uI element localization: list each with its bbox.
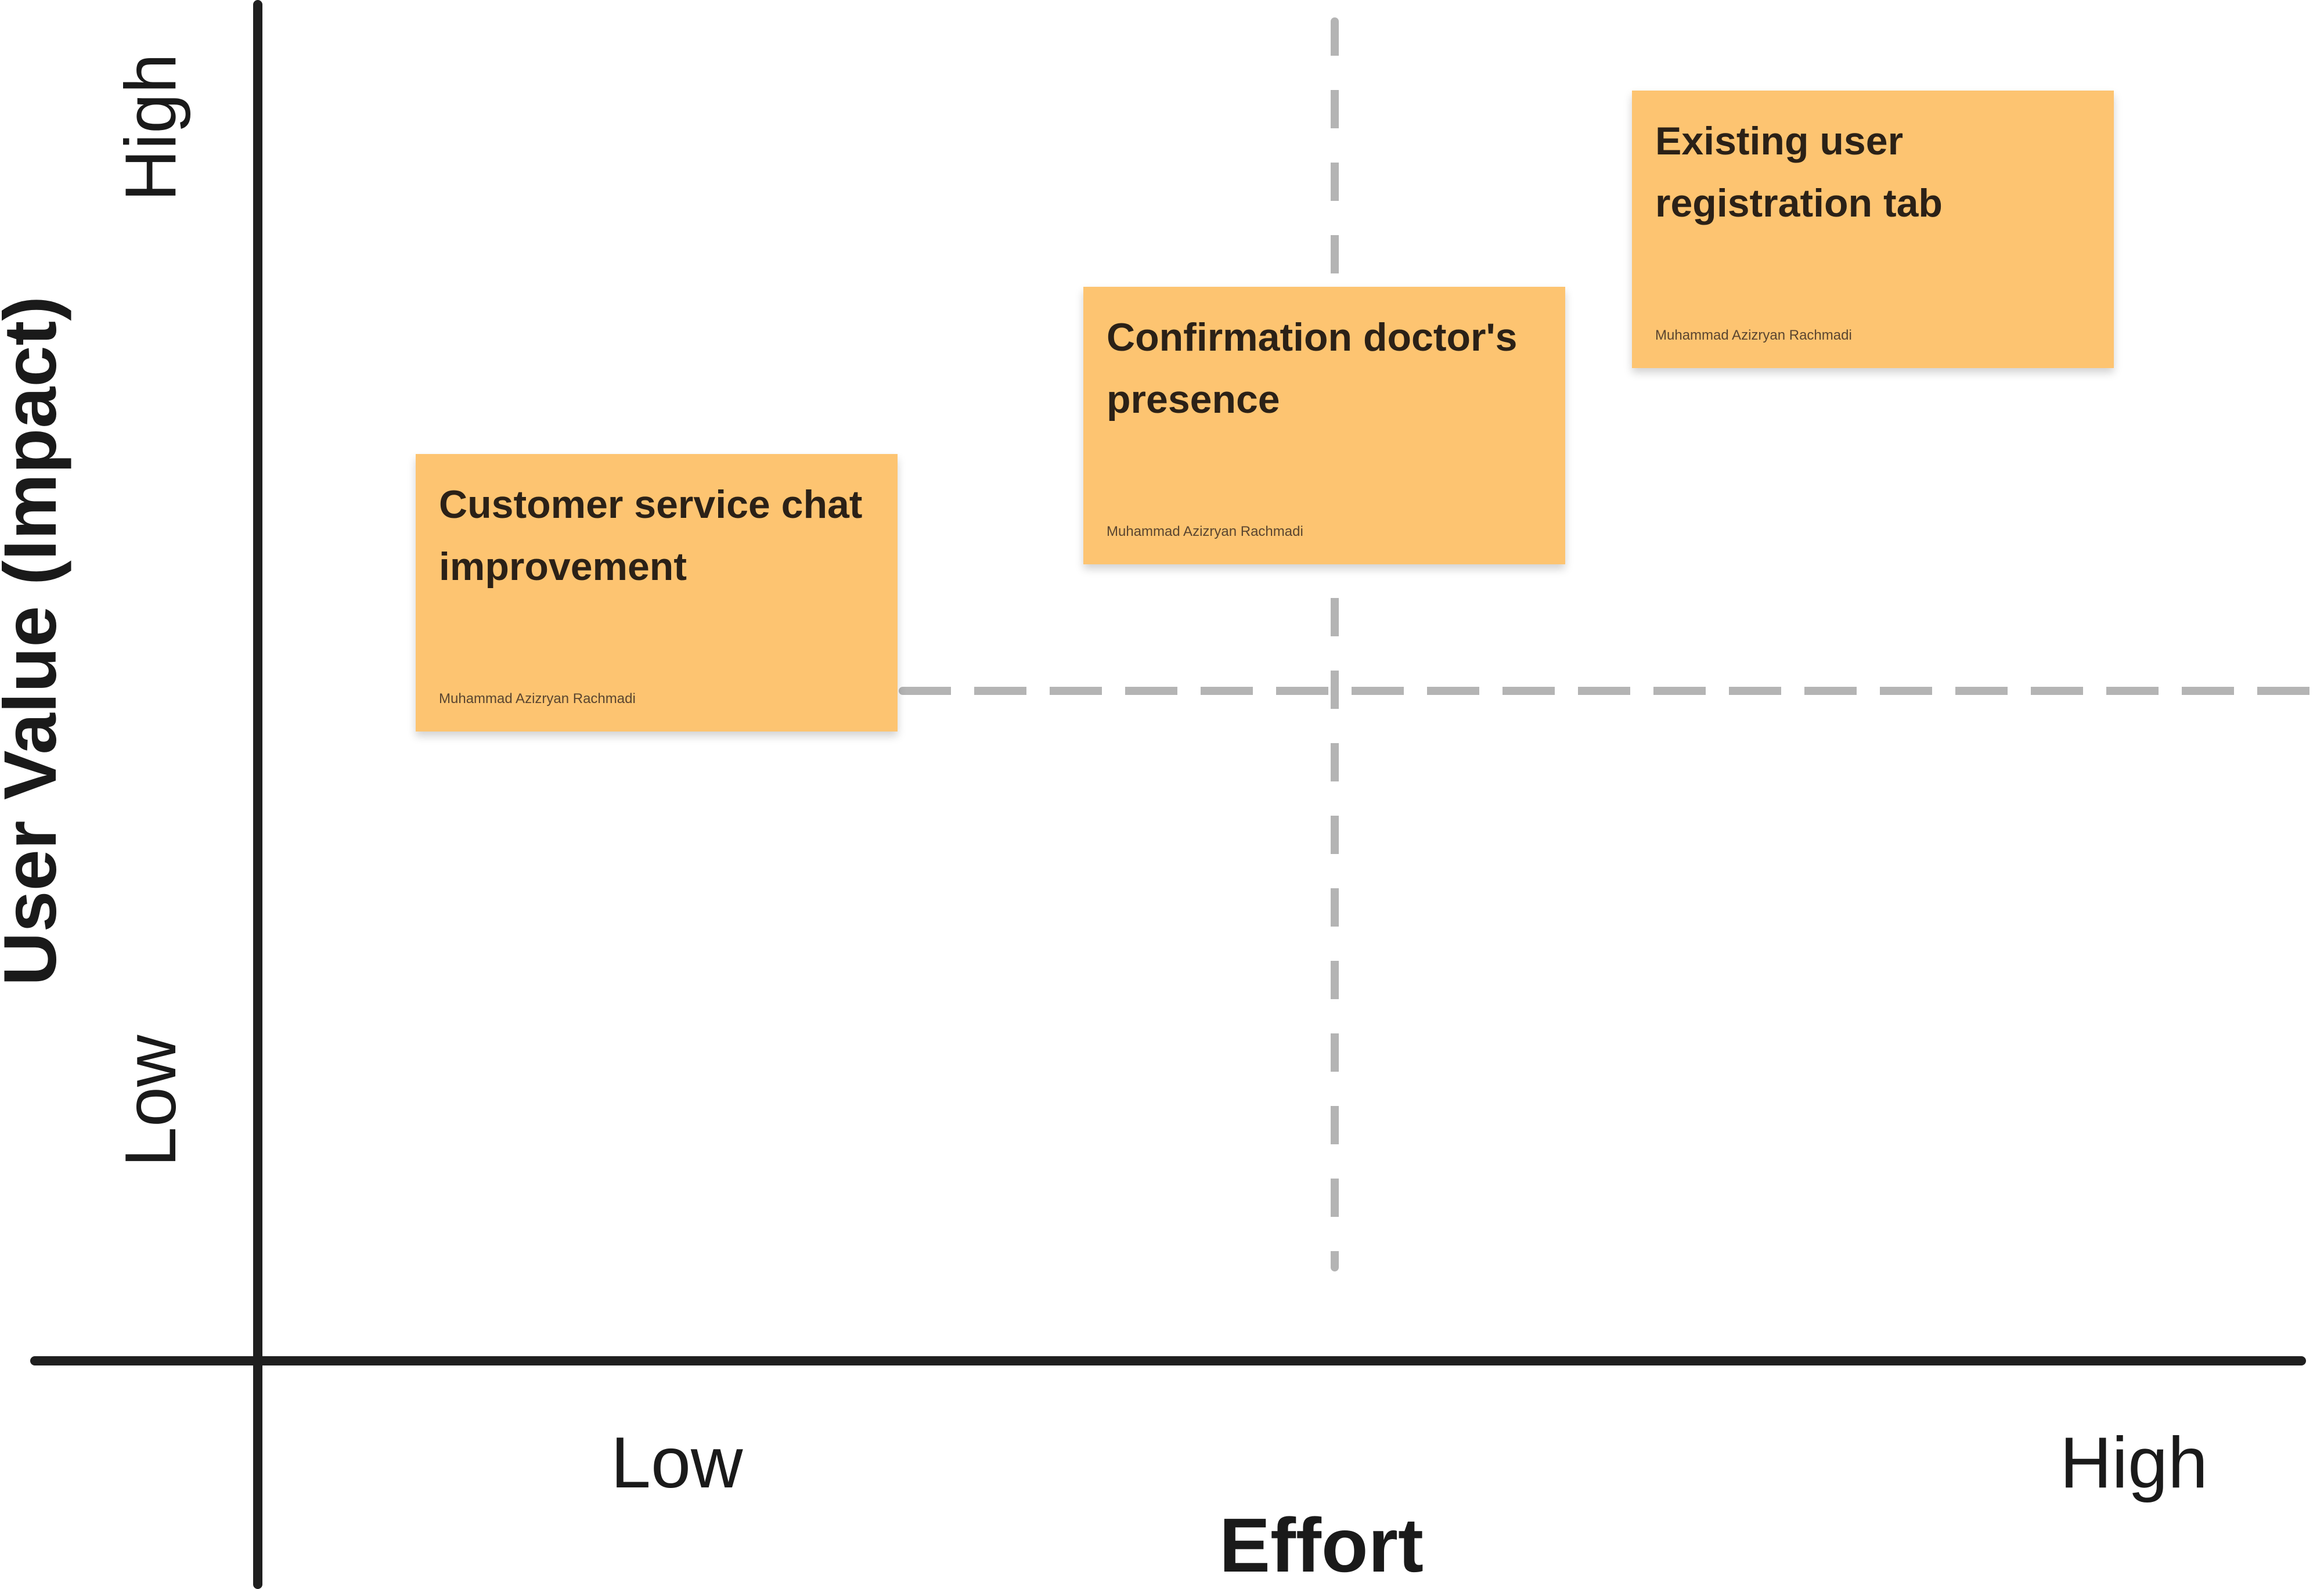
vertical-divider-dashed [1331, 17, 1339, 1271]
x-axis-low-label: Low [611, 1423, 743, 1503]
x-axis-high-label: High [2060, 1423, 2208, 1503]
sticky-note-author: Muhammad Azizryan Rachmadi [439, 691, 636, 707]
y-axis-high-label: High [111, 53, 191, 201]
sticky-note-author: Muhammad Azizryan Rachmadi [1655, 327, 1852, 343]
sticky-note-title: Confirmation doctor's presence [1107, 315, 1518, 421]
sticky-note-existing-user[interactable]: Existing user registration tab Muhammad … [1632, 91, 2114, 368]
sticky-note-customer-service[interactable]: Customer service chat improvement Muhamm… [416, 454, 898, 732]
sticky-note-title: Existing user registration tab [1655, 119, 1943, 225]
x-axis-line [30, 1356, 2306, 1365]
y-axis-line [253, 0, 262, 1589]
y-axis-title: User Value (Impact) [0, 296, 72, 986]
sticky-note-confirmation-doctor[interactable]: Confirmation doctor's presence Muhammad … [1083, 287, 1565, 564]
x-axis-title: Effort [1219, 1502, 1424, 1588]
sticky-note-title: Customer service chat improvement [439, 482, 863, 589]
sticky-note-author: Muhammad Azizryan Rachmadi [1107, 524, 1303, 539]
horizontal-divider-dashed [899, 687, 2324, 695]
y-axis-low-label: Low [111, 1035, 191, 1167]
